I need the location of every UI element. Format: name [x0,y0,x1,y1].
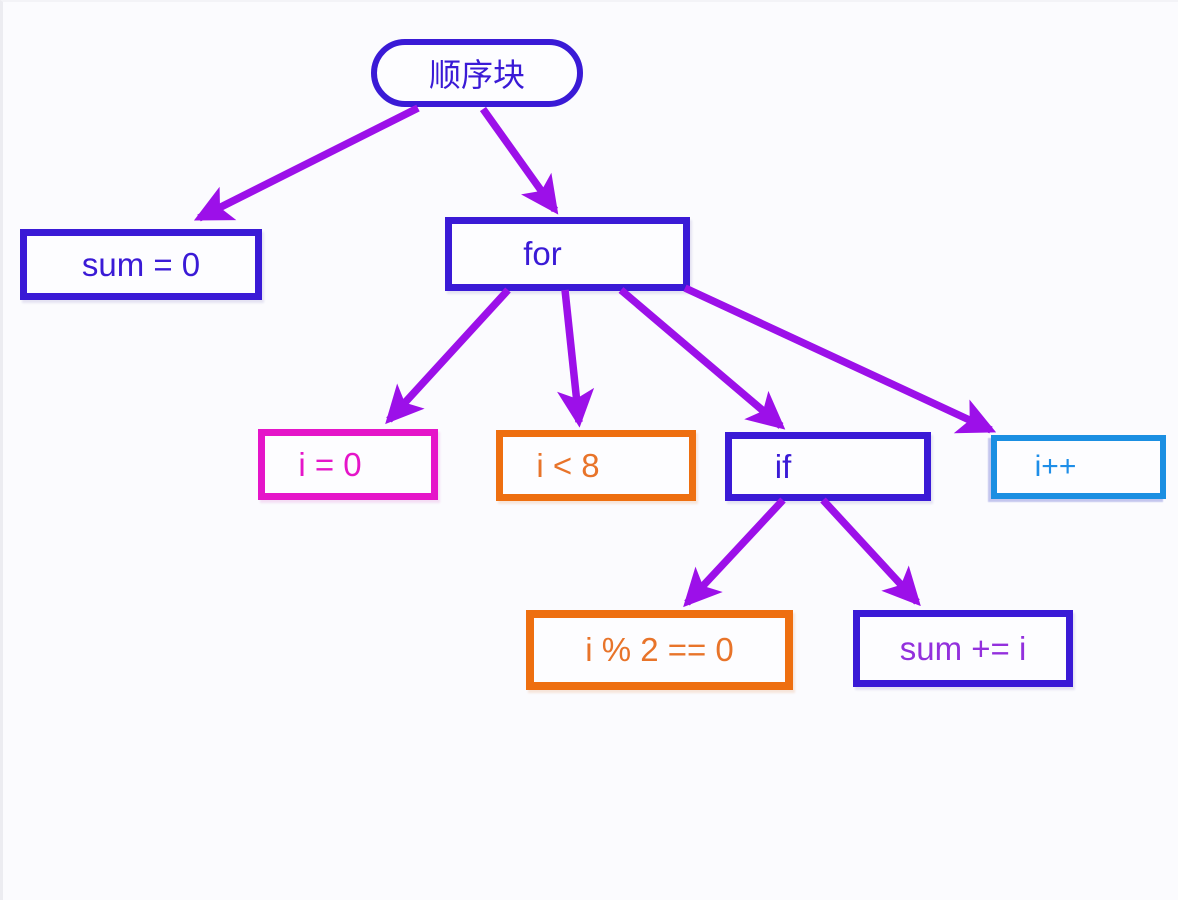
node-loop-init[interactable]: i = 0 [258,429,438,500]
edge-if-sumpe [820,497,921,607]
node-loop-increment-label: i++ [1034,450,1077,483]
node-sequence-block[interactable]: 顺序块 [371,39,583,107]
node-sum-accumulate-label: sum += i [899,629,1027,667]
node-sum-accumulate[interactable]: sum += i [853,610,1073,687]
edge-for-ipp [683,284,997,434]
node-if-label: if [774,447,792,485]
edge-for-i0 [385,287,511,425]
edge-for-if [618,287,786,430]
node-if-condition[interactable]: i % 2 == 0 [526,610,793,690]
edge-root-sum0 [193,104,420,222]
edge-for-i8 [557,289,595,428]
node-loop-init-label: i = 0 [298,445,362,483]
node-for[interactable]: for [445,217,690,291]
node-loop-condition-label: i < 8 [536,446,600,484]
node-sum-init-label: sum = 0 [81,245,201,283]
node-loop-increment[interactable]: i++ [991,435,1166,499]
node-for-label: for [523,235,562,272]
edge-root-for [479,106,559,215]
node-sequence-block-label: 顺序块 [428,57,525,93]
edge-if-imod [683,497,786,608]
node-loop-condition[interactable]: i < 8 [496,430,696,501]
node-sum-init[interactable]: sum = 0 [20,229,262,300]
node-if[interactable]: if [725,432,931,501]
node-if-condition-label: i % 2 == 0 [585,631,734,668]
